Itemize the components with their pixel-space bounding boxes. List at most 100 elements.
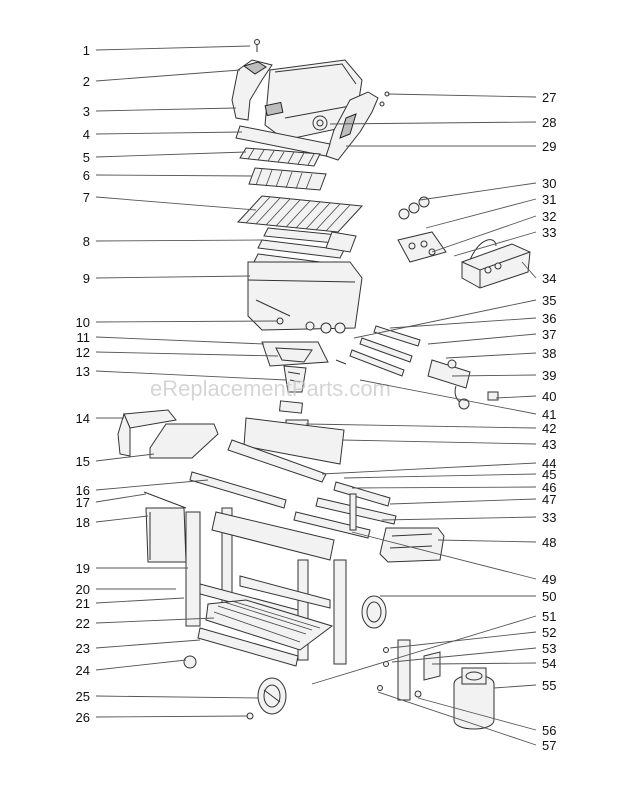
callout-14: 14 — [76, 411, 124, 426]
part-25-wheel — [257, 677, 287, 715]
part-15-side-table — [149, 423, 219, 459]
leader-line — [95, 320, 279, 323]
cart-frame — [185, 507, 347, 665]
callout-57: 57 — [377, 691, 556, 753]
callout-6: 6 — [83, 168, 253, 183]
watermark-text: eReplacementParts.com — [150, 376, 391, 401]
leader-line — [95, 597, 185, 604]
leader-line — [389, 317, 537, 329]
leader-line — [95, 453, 155, 462]
callout-34: 34 — [521, 261, 556, 286]
leader-line — [95, 659, 187, 671]
leader-line — [95, 239, 263, 242]
callout-number: 32 — [542, 209, 556, 224]
part-3-lid — [264, 59, 363, 141]
callout-55: 55 — [493, 678, 556, 693]
callout-number: 52 — [542, 625, 556, 640]
callout-37: 37 — [427, 327, 556, 345]
leader-line — [95, 107, 237, 112]
callout-number: 2 — [83, 74, 90, 89]
left-callouts: 1234567891011121314151617181920212223242… — [76, 43, 287, 725]
callout-number: 25 — [76, 689, 90, 704]
callout-number: 11 — [77, 330, 91, 345]
callout-number: 44 — [542, 456, 556, 471]
part-22-bottom-shelf — [205, 599, 334, 651]
callout-7: 7 — [83, 190, 257, 211]
callout-39: 39 — [451, 368, 556, 383]
leader-line — [431, 215, 537, 253]
part-7-cooking-grate — [236, 195, 364, 233]
callout-number: 46 — [542, 480, 556, 495]
leader-line — [329, 121, 537, 125]
leader-line — [95, 275, 251, 279]
callout-number: 23 — [76, 641, 90, 656]
leader-line — [389, 631, 537, 649]
callout-16: 16 — [76, 479, 209, 498]
callout-number: 55 — [542, 678, 556, 693]
part-14-left-shelf-end — [117, 409, 177, 457]
callout-35: 35 — [353, 293, 556, 339]
leader-line — [341, 439, 537, 445]
callout-22: 22 — [76, 616, 215, 631]
callout-number: 13 — [76, 364, 90, 379]
leader-line — [419, 182, 537, 201]
callout-number: 51 — [542, 609, 556, 624]
leader-line — [305, 423, 537, 429]
callout-number: 19 — [76, 561, 90, 576]
callout-17: 17 — [76, 493, 147, 510]
callout-44: 44 — [321, 456, 556, 475]
callout-25: 25 — [76, 689, 259, 704]
callout-13: 13 — [76, 364, 287, 381]
part-34-side-burner — [461, 243, 531, 289]
callout-number: 12 — [76, 345, 90, 360]
part-6-rack — [248, 167, 327, 191]
leader-line — [95, 174, 253, 177]
leader-line — [95, 639, 201, 649]
callout-number: 40 — [542, 389, 556, 404]
burner-assembly — [335, 325, 499, 410]
callout-number: 18 — [76, 515, 90, 530]
part-31-control-panel — [397, 231, 447, 263]
callout-number: 8 — [83, 234, 90, 249]
callout-2: 2 — [83, 69, 241, 89]
callout-number: 54 — [542, 656, 556, 671]
callout-number: 22 — [76, 616, 90, 631]
callout-19: 19 — [76, 561, 188, 576]
leader-line — [453, 231, 537, 257]
callout-46: 46 — [351, 480, 556, 495]
callout-number: 15 — [76, 454, 90, 469]
leader-line — [95, 131, 243, 135]
callout-number: 21 — [76, 596, 90, 611]
leader-line — [351, 531, 537, 580]
callout-42: 42 — [305, 421, 556, 436]
leader-line — [493, 684, 537, 689]
callout-number: 41 — [542, 407, 556, 422]
callout-number: 20 — [76, 582, 90, 597]
leader-line — [427, 333, 537, 345]
leader-line — [95, 351, 279, 357]
callout-29: 29 — [346, 139, 556, 154]
callout-12: 12 — [76, 345, 279, 360]
leader-line — [321, 462, 537, 475]
callout-4: 4 — [83, 127, 243, 142]
leader-line — [95, 617, 215, 624]
part-24-knob — [183, 655, 197, 669]
callout-18: 18 — [76, 515, 149, 530]
callout-20: 20 — [76, 582, 176, 597]
leader-line — [311, 615, 537, 685]
callout-number: 5 — [83, 150, 90, 165]
leader-line — [351, 486, 537, 489]
callout-number: 37 — [542, 327, 556, 342]
part-12-catch-pan — [275, 347, 313, 363]
callout-48: 48 — [437, 535, 556, 550]
callout-43: 43 — [341, 437, 556, 452]
leader-line — [391, 647, 537, 663]
callout-number: 38 — [542, 346, 556, 361]
callout-number: 10 — [76, 315, 90, 330]
leader-line — [95, 69, 241, 82]
callout-8: 8 — [83, 234, 263, 249]
callout-number: 17 — [76, 495, 90, 510]
part-1-screw — [254, 39, 260, 52]
callout-52: 52 — [389, 625, 556, 649]
callout-number: 49 — [542, 572, 556, 587]
